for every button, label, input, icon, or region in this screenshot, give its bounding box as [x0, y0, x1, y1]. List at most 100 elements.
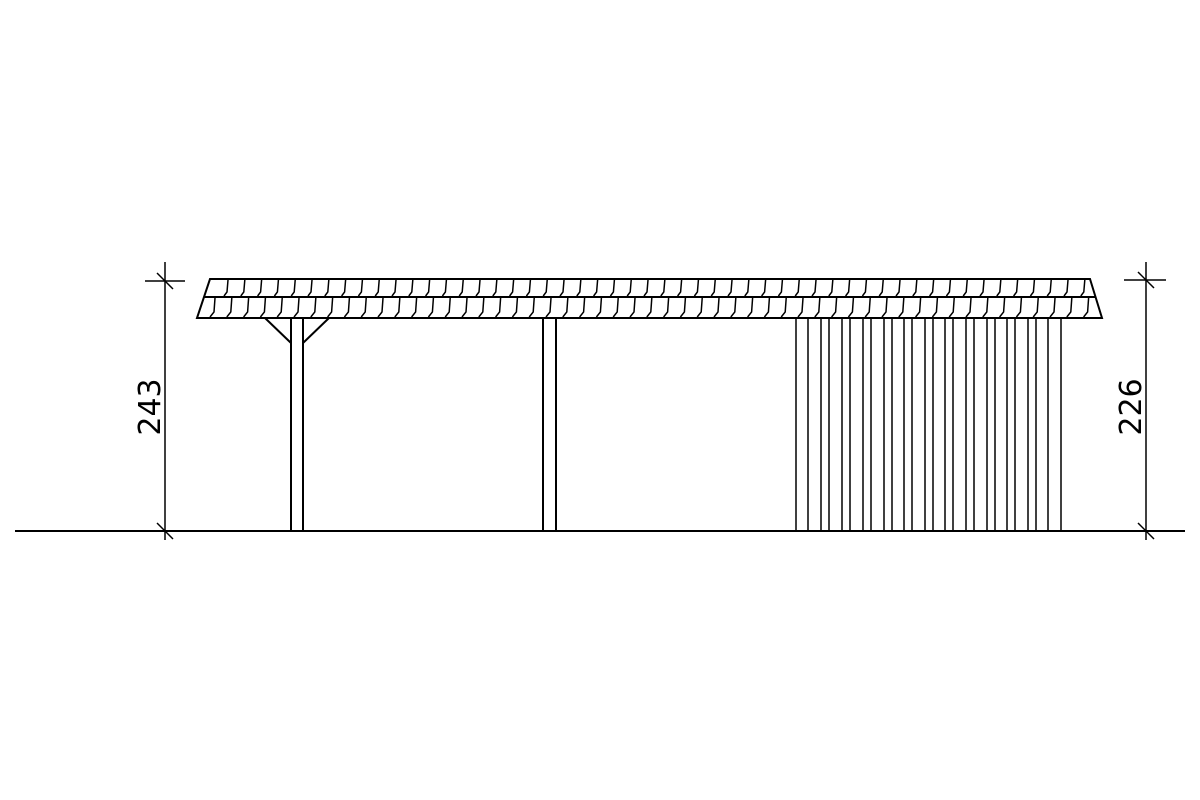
- roof-tile: [545, 297, 552, 318]
- roof-tile: [696, 297, 703, 318]
- roof-tile: [1029, 279, 1036, 297]
- roof-tile: [411, 297, 418, 318]
- roof-tile: [629, 297, 636, 318]
- roof-tile: [579, 297, 586, 318]
- roof-tile: [243, 297, 250, 318]
- roof-tile: [730, 297, 737, 318]
- roof-tile: [999, 297, 1006, 318]
- roof-tile: [461, 297, 468, 318]
- roof-tile: [209, 297, 216, 318]
- roof-tile: [777, 279, 784, 297]
- roof-tile: [744, 279, 750, 297]
- roof-tile: [394, 297, 401, 318]
- tick-mark: [156, 272, 174, 290]
- roof-tile: [814, 297, 821, 318]
- roof-tile: [374, 279, 380, 297]
- roof-tile: [979, 279, 985, 297]
- roof-tile: [912, 279, 918, 297]
- roof-tile: [1080, 279, 1086, 297]
- left-brace: [264, 317, 292, 344]
- roof-tile: [1032, 297, 1039, 318]
- roof-tile: [828, 279, 834, 297]
- roof-tile: [223, 279, 229, 297]
- roof-tile: [492, 279, 498, 297]
- roof-tile: [257, 279, 263, 297]
- roof-tile: [931, 297, 939, 318]
- right-dimension: 226: [1114, 262, 1166, 540]
- roof-tile: [898, 297, 905, 318]
- roof-tile: [509, 279, 515, 297]
- roof-tile: [1046, 279, 1052, 297]
- roof-tile: [710, 279, 716, 297]
- roof-tile: [226, 297, 233, 318]
- roof-tile: [1049, 297, 1056, 318]
- roof-tile: [310, 297, 317, 318]
- roof-tile: [595, 297, 603, 318]
- roof-tile: [427, 297, 435, 318]
- roof-tile: [713, 297, 720, 318]
- roof-tile: [626, 279, 632, 297]
- roof-tile: [945, 279, 952, 297]
- roof-tile: [441, 279, 448, 297]
- roof-tile: [444, 297, 451, 318]
- roof-tile: [878, 279, 884, 297]
- tick-mark: [1137, 271, 1155, 289]
- roof-tile: [996, 279, 1002, 297]
- roof-tile: [811, 279, 817, 297]
- roof-tile: [847, 297, 855, 318]
- roof-tile: [797, 297, 804, 318]
- roof-tile: [360, 297, 367, 318]
- roof-tile: [559, 279, 565, 297]
- roof-tile: [495, 297, 502, 318]
- roof-tile: [478, 297, 485, 318]
- roof-tile: [511, 297, 519, 318]
- roof-tile: [290, 279, 296, 297]
- roof-tile: [982, 297, 989, 318]
- roof-tile: [962, 279, 968, 297]
- roof-tile: [845, 279, 851, 297]
- roof-tile: [528, 297, 535, 318]
- roof-tile: [324, 279, 330, 297]
- roof-tile: [1066, 297, 1073, 318]
- roof-tile: [1015, 297, 1023, 318]
- roof-tile: [763, 297, 771, 318]
- roof-tile: [525, 279, 532, 297]
- roof-tile: [794, 279, 800, 297]
- roof-tile: [1083, 297, 1090, 318]
- roof-tile: [609, 279, 616, 297]
- right-height-label: 226: [1114, 378, 1149, 435]
- roof-tile: [259, 297, 267, 318]
- roof-tile: [965, 297, 972, 318]
- roof-tile: [643, 279, 649, 297]
- roof-tile: [693, 279, 700, 297]
- roof-tile: [895, 279, 901, 297]
- roof-tile: [425, 279, 431, 297]
- roof-tile: [408, 279, 414, 297]
- roof-tile: [864, 297, 871, 318]
- roof: [195, 278, 1104, 319]
- tick-mark: [1137, 522, 1155, 540]
- roof-tile: [576, 279, 582, 297]
- roof-tile: [562, 297, 569, 318]
- roof-tile: [881, 297, 888, 318]
- roof-tile: [458, 279, 464, 297]
- roof-tile: [341, 279, 347, 297]
- roof-tile: [679, 297, 687, 318]
- roof-tile: [593, 279, 599, 297]
- roof-tile: [663, 297, 670, 318]
- roof-tile: [660, 279, 666, 297]
- board-wall: [795, 318, 1062, 531]
- roof-tile: [831, 297, 838, 318]
- roof-tile: [273, 279, 280, 297]
- roof-tile: [391, 279, 397, 297]
- middle-post: [542, 318, 557, 531]
- roof-tile: [293, 297, 300, 318]
- roof-tile: [542, 279, 548, 297]
- roof-tile: [747, 297, 754, 318]
- tick-mark: [156, 522, 174, 540]
- left-dimension: 243: [133, 262, 185, 540]
- roof-tile: [307, 279, 313, 297]
- roof-tile: [240, 279, 246, 297]
